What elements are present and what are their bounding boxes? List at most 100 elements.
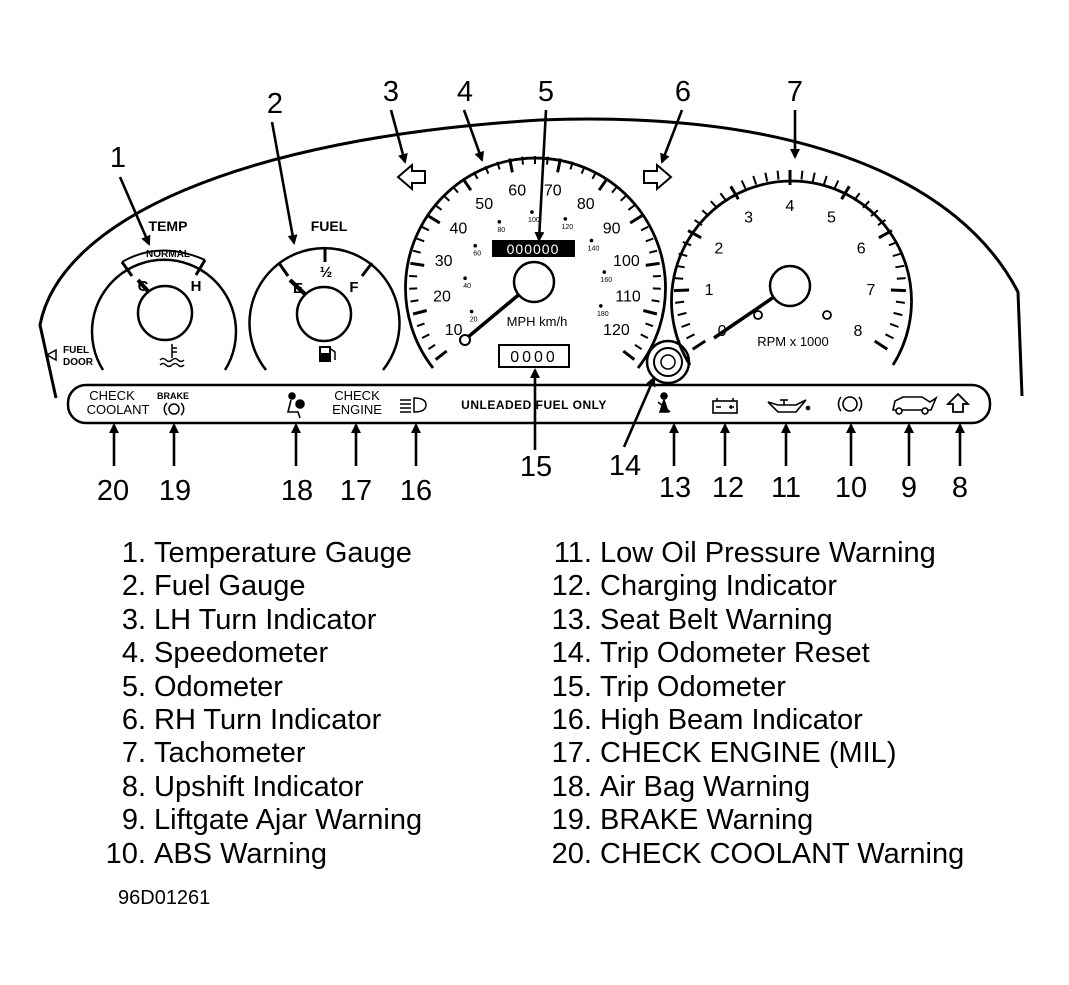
speedometer-tick-label: 60 [508, 183, 526, 200]
legend-number: 13. [551, 603, 592, 636]
speedometer-tick-label: 10 [445, 322, 463, 339]
legend-item: 4.Speedometer [98, 637, 422, 670]
fuel-door-label-2: DOOR [63, 357, 94, 368]
tachometer-tick [888, 240, 898, 247]
speedometer-tick [640, 333, 649, 339]
legend-label: Fuel Gauge [154, 570, 306, 603]
kmh-dot [463, 276, 467, 281]
legend-label: ABS Warning [154, 837, 327, 870]
tachometer-tick [701, 209, 710, 217]
legend-label: Tachometer [154, 737, 306, 770]
speedometer-tick [412, 309, 428, 316]
legend-item: 17.CHECK ENGINE (MIL) [540, 737, 964, 770]
kmh-dot [530, 210, 534, 214]
tachometer-tick [764, 172, 769, 182]
speedometer-tick-label: 80 [577, 196, 595, 213]
tachometer-tick [853, 192, 861, 201]
temp-hot-label: H [191, 278, 202, 295]
callout-11: 11 [771, 472, 801, 504]
speedometer-tick [645, 237, 654, 243]
speedometer-tick [521, 156, 524, 165]
tach-screw-right [822, 310, 832, 320]
legend-number: 7. [121, 737, 146, 770]
legend-number: 20. [551, 837, 592, 870]
fuel-full-label: F [349, 279, 358, 296]
speedometer-tick-label: 120 [603, 322, 630, 339]
legend-label: Trip Odometer Reset [600, 637, 870, 670]
legend-number: 11. [553, 537, 592, 569]
kmh-tick-label: 20 [470, 317, 478, 324]
callout-1: 1 [110, 142, 126, 174]
legend-label: Low Oil Pressure Warning [600, 537, 936, 569]
legend-item: 13.Seat Belt Warning [540, 604, 964, 637]
kmh-tick-label: 120 [561, 224, 573, 231]
callout-9: 9 [901, 472, 917, 504]
callout-8: 8 [952, 472, 968, 504]
speedometer-tick-label: 90 [603, 221, 621, 238]
speedometer-tick [421, 333, 430, 339]
normal-label: NORMAL [146, 249, 190, 260]
check-coolant-label-2: COOLANT [87, 402, 150, 417]
speedometer-tick-label: 50 [475, 196, 493, 213]
tachometer-tick [687, 229, 702, 240]
legend-item: 2.Fuel Gauge [98, 570, 422, 603]
speedometer-tick [416, 322, 425, 328]
legend-item: 9.Liftgate Ajar Warning [98, 804, 422, 837]
seat-belt-icon [657, 392, 671, 413]
callout-13: 13 [659, 472, 691, 504]
speedometer-tick [620, 194, 628, 202]
rpm-units-label: RPM x 1000 [757, 334, 829, 349]
kmh-dot [469, 309, 474, 314]
speedometer-tick [416, 237, 425, 243]
kmh-dot [563, 217, 568, 221]
tachometer-tick [719, 192, 727, 201]
mph-units-label: MPH km/h [507, 314, 568, 329]
tachometer-tick [675, 264, 685, 269]
speedometer-tick [421, 225, 430, 232]
legend-item: 14.Trip Odometer Reset [540, 637, 964, 670]
battery-icon [712, 398, 738, 414]
tachometer-tick [885, 333, 894, 340]
speedometer-tick [622, 349, 636, 361]
legend-item: 5.Odometer [98, 671, 422, 704]
callout-7: 7 [787, 76, 803, 108]
tachometer-tick [674, 288, 690, 293]
right-turn-arrow-icon [643, 162, 673, 192]
speedometer-tick [434, 204, 443, 211]
legend-label: Upshift Indicator [154, 770, 364, 803]
speedometer-tick-label: 30 [435, 253, 453, 270]
speedometer-tick [611, 185, 618, 194]
callout-4: 4 [457, 76, 473, 108]
tach-screw-left [753, 310, 763, 320]
tachometer-tick-label: 3 [744, 209, 753, 226]
tachometer-tick-label: 4 [786, 198, 795, 215]
tachometer-tick-label: 2 [714, 240, 723, 257]
tachometer-tick [675, 300, 685, 304]
cluster-housing [38, 117, 1024, 399]
liftgate-ajar-icon [892, 395, 938, 415]
speedometer-tick [627, 204, 636, 211]
fuel-pump-icon [319, 346, 336, 362]
trip-reset-knob[interactable] [645, 339, 691, 385]
kmh-tick-label: 40 [463, 283, 471, 290]
tachometer-tick [892, 252, 902, 258]
speedometer-tick [496, 161, 501, 170]
legend-number: 4. [121, 637, 146, 670]
brake-icon [163, 402, 185, 416]
legend-label: Seat Belt Warning [600, 603, 833, 636]
callout-numbers: 1 2 3 4 5 6 7 8 9 10 11 12 13 14 15 16 1… [97, 76, 968, 507]
trip-odometer-value: 0000 [510, 349, 558, 366]
legend-item: 11.Low Oil Pressure Warning [540, 537, 964, 570]
legend-label: BRAKE Warning [600, 804, 814, 837]
tachometer-tick [677, 311, 687, 317]
tachometer-tick [800, 170, 804, 180]
legend-label: Odometer [154, 670, 283, 703]
speedometer-tick [591, 171, 598, 180]
legend-item: 7.Tachometer [98, 737, 422, 770]
legend-item: 19.BRAKE Warning [540, 804, 964, 837]
